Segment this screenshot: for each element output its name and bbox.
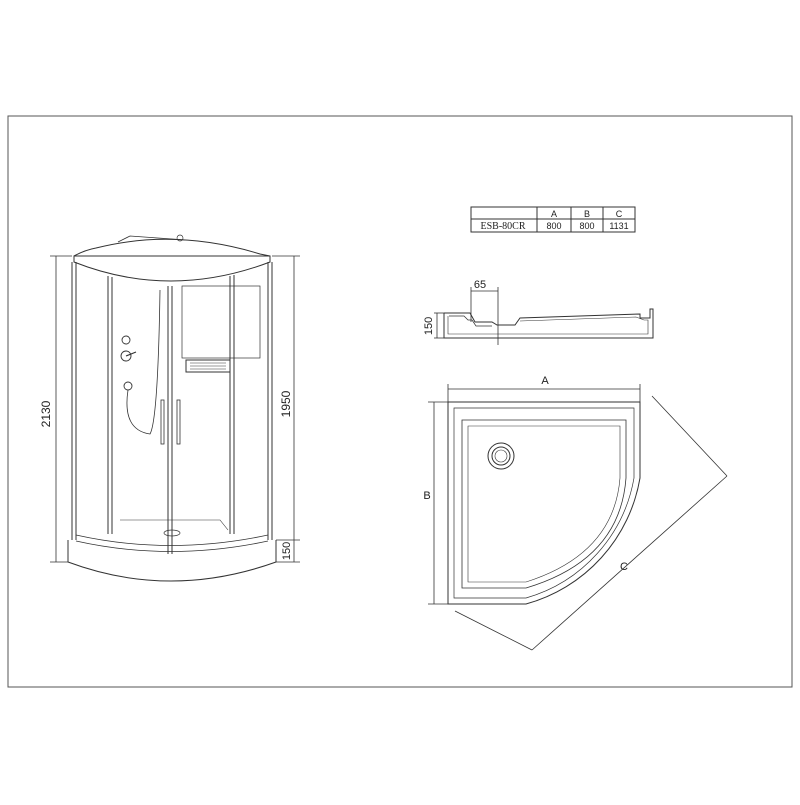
spec-value-b: 800 xyxy=(579,221,594,231)
spec-header-c: C xyxy=(616,209,623,219)
spec-header-a: A xyxy=(551,209,557,219)
shower-cabin xyxy=(67,234,277,582)
profile-width-label: 65 xyxy=(474,279,486,291)
spec-header-b: B xyxy=(584,209,590,219)
cabin-dimension-lines xyxy=(50,255,300,563)
spec-value-a: 800 xyxy=(546,221,561,231)
profile-height-label: 150 xyxy=(423,317,435,335)
cabin-tray-height-label: 150 xyxy=(281,542,293,560)
tray-profile xyxy=(443,308,654,339)
drawing-frame xyxy=(7,115,793,688)
drain-icon xyxy=(487,442,515,470)
plan-label-b: B xyxy=(423,490,430,502)
tray-plan xyxy=(447,401,641,605)
plan-dimension-lines xyxy=(428,384,728,651)
profile-dimension-lines xyxy=(434,287,499,345)
cabin-total-height-label: 2130 xyxy=(39,400,53,427)
spec-model: ESB-80CR xyxy=(480,221,525,232)
cabin-glass-height-label: 1950 xyxy=(279,390,293,417)
spec-value-c: 1131 xyxy=(609,221,628,231)
plan-label-c: C xyxy=(620,561,628,573)
spec-table xyxy=(470,206,636,233)
plan-label-a: A xyxy=(541,375,549,387)
